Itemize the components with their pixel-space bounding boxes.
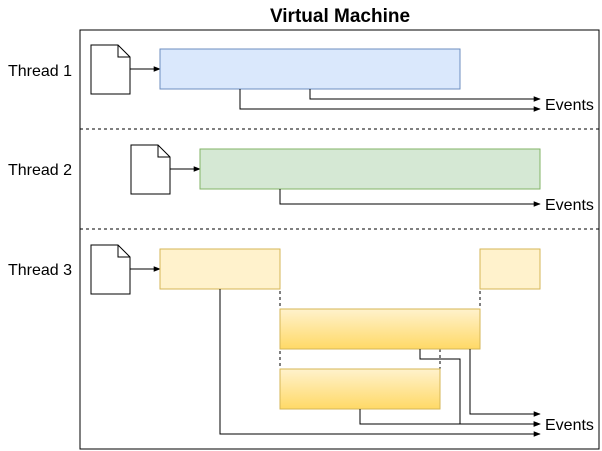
events-label: Events xyxy=(545,97,594,114)
event-arrow xyxy=(279,189,541,207)
event-arrow xyxy=(469,349,541,417)
document-icon xyxy=(90,44,131,95)
thread-3-subtask-outer xyxy=(279,308,481,350)
thread-3-lane: Thread 3 Events xyxy=(8,244,594,437)
thread-1-lane: Thread 1 Events xyxy=(8,44,594,114)
document-icon xyxy=(90,244,131,295)
document-icon xyxy=(130,144,171,195)
thread-3-label: Thread 3 xyxy=(8,262,72,279)
event-arrow xyxy=(309,89,541,102)
thread-3-task-start xyxy=(159,248,281,290)
events-label: Events xyxy=(545,197,594,214)
event-arrow xyxy=(239,89,541,112)
thread-3-task-end xyxy=(479,248,541,290)
event-arrow xyxy=(219,289,541,437)
thread-2-lane: Thread 2 Events xyxy=(8,144,594,214)
events-label: Events xyxy=(545,417,594,434)
thread-3-subtask-inner xyxy=(279,368,441,410)
thread-1-label: Thread 1 xyxy=(8,63,72,80)
event-arrow xyxy=(359,409,541,427)
diagram-title: Virtual Machine xyxy=(270,6,410,27)
thread-2-task xyxy=(199,148,541,190)
thread-2-label: Thread 2 xyxy=(8,162,72,179)
vm-frame xyxy=(79,29,600,450)
thread-1-task xyxy=(159,48,461,90)
